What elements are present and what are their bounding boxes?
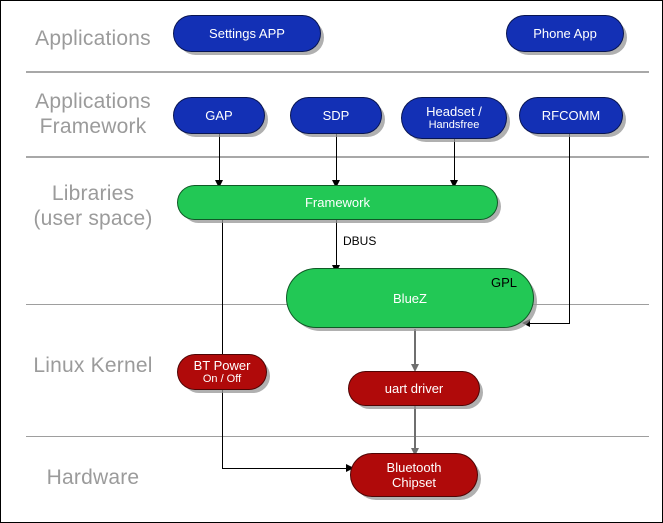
node-framework[interactable]: Framework <box>177 185 498 220</box>
node-bluetooth-chipset-sublabel: Chipset <box>391 475 437 490</box>
node-framework-label: Framework <box>304 195 370 210</box>
node-bluez[interactable]: GPL BlueZ <box>286 268 534 328</box>
layer-label-hardware: Hardware <box>46 466 140 489</box>
connector-framework-to-chipset-vertical <box>222 220 223 468</box>
node-bt-power[interactable]: BT Power On / Off <box>177 354 267 390</box>
connector-bluez-to-uart <box>414 329 416 369</box>
arrowhead-rfcomm-to-bluez <box>522 319 530 327</box>
layer-label-applications-framework: Applications Framework <box>35 90 151 138</box>
connector-framework-to-chipset-horizontal <box>222 468 349 469</box>
node-bluez-label: BlueZ <box>393 290 427 306</box>
connector-headset-to-framework <box>454 139 455 184</box>
node-handsfree-label: Handsfree <box>428 119 480 131</box>
node-headset-label: Headset / <box>426 104 482 119</box>
node-rfcomm-label: RFCOMM <box>541 108 601 123</box>
node-headset-handsfree[interactable]: Headset / Handsfree <box>401 97 507 139</box>
connector-framework-to-bluez <box>336 220 337 270</box>
node-bt-power-state-label: On / Off <box>202 373 242 385</box>
arrowhead-headset-to-framework <box>450 180 458 188</box>
node-sdp[interactable]: SDP <box>290 97 382 134</box>
connector-rfcomm-horizontal <box>529 323 570 324</box>
node-gap[interactable]: GAP <box>173 97 265 134</box>
layer-label-linux-kernel: Linux Kernel <box>33 354 153 377</box>
node-sdp-label: SDP <box>322 108 350 123</box>
node-bt-power-label: BT Power <box>193 358 251 373</box>
arrowhead-gap-to-framework <box>215 180 223 188</box>
node-settings-app[interactable]: Settings APP <box>173 15 321 52</box>
arrowhead-uart-to-chipset <box>411 448 419 456</box>
node-bluetooth-chipset[interactable]: Bluetooth Chipset <box>350 453 478 497</box>
node-rfcomm[interactable]: RFCOMM <box>519 97 623 134</box>
arrowhead-sdp-to-framework <box>332 180 340 188</box>
node-gap-label: GAP <box>205 108 233 123</box>
arrowhead-bluez-to-uart <box>411 364 419 372</box>
connector-uart-to-chipset <box>414 405 416 453</box>
layer-label-applications: Applications <box>35 27 151 50</box>
node-bluetooth-chipset-label: Bluetooth <box>386 460 442 475</box>
edge-label-dbus: DBUS <box>343 234 377 248</box>
divider-applications-framework <box>26 156 649 158</box>
node-uart-driver[interactable]: uart driver <box>348 371 480 406</box>
node-uart-driver-label: uart driver <box>384 381 444 396</box>
connector-rfcomm-vertical <box>569 134 570 324</box>
node-phone-app[interactable]: Phone App <box>506 15 624 52</box>
connector-sdp-to-framework <box>336 134 337 184</box>
node-phone-app-label: Phone App <box>533 26 597 41</box>
node-settings-app-label: Settings APP <box>209 26 285 41</box>
layer-label-libraries: Libraries (user space) <box>33 182 153 230</box>
node-bluez-license-tag: GPL <box>490 275 517 290</box>
connector-gap-to-framework <box>219 134 220 184</box>
divider-applications <box>26 71 649 73</box>
divider-linux-kernel <box>26 436 649 437</box>
